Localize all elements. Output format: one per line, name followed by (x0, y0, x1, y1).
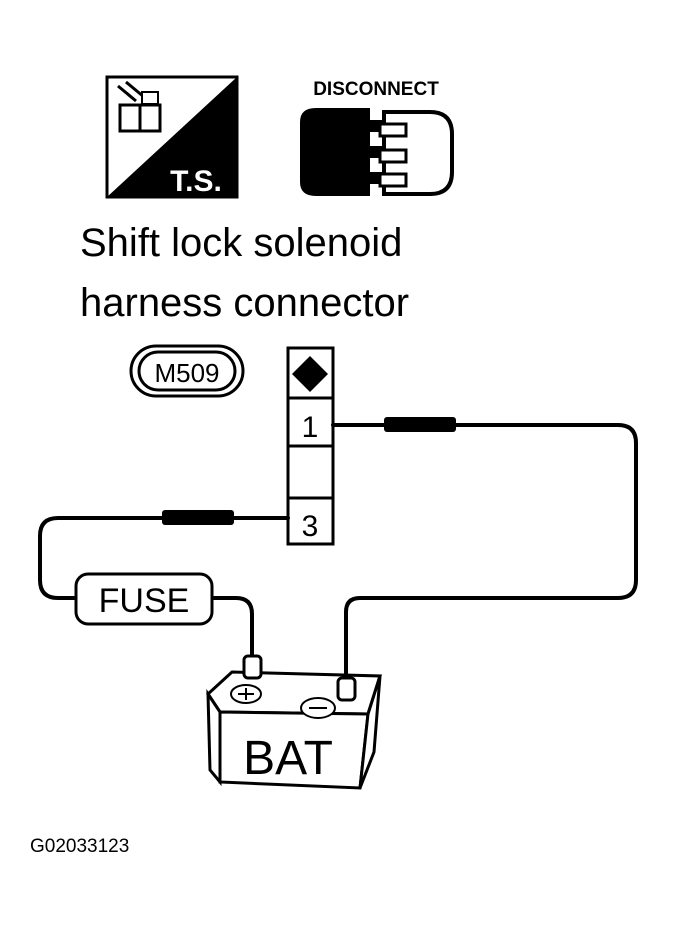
disconnect-label: DISCONNECT (313, 79, 439, 100)
figure-id: G02033123 (30, 836, 129, 857)
connector-id: M509 (154, 358, 219, 388)
pin-3-label: 3 (302, 510, 319, 543)
positive-terminal-post (242, 654, 263, 680)
troubleshooting-icon: T.S. (105, 75, 239, 199)
connector-guide-diamond-icon (292, 356, 328, 392)
negative-terminal-post (336, 676, 357, 702)
fuse: FUSE (74, 572, 214, 626)
title-line-2: harness connector (80, 281, 409, 325)
wiring (38, 417, 638, 682)
harness-connector: 1 3 (286, 346, 335, 546)
disconnect-icon: DISCONNECT (300, 79, 454, 196)
connector-id-badge: M509 (129, 344, 245, 398)
battery-label: BAT (243, 732, 333, 785)
ts-label: T.S. (170, 165, 222, 198)
fuse-label: FUSE (99, 582, 190, 620)
pin-1-label: 1 (302, 411, 319, 444)
title-line-1: Shift lock solenoid (80, 221, 402, 265)
battery: BAT (206, 654, 383, 790)
